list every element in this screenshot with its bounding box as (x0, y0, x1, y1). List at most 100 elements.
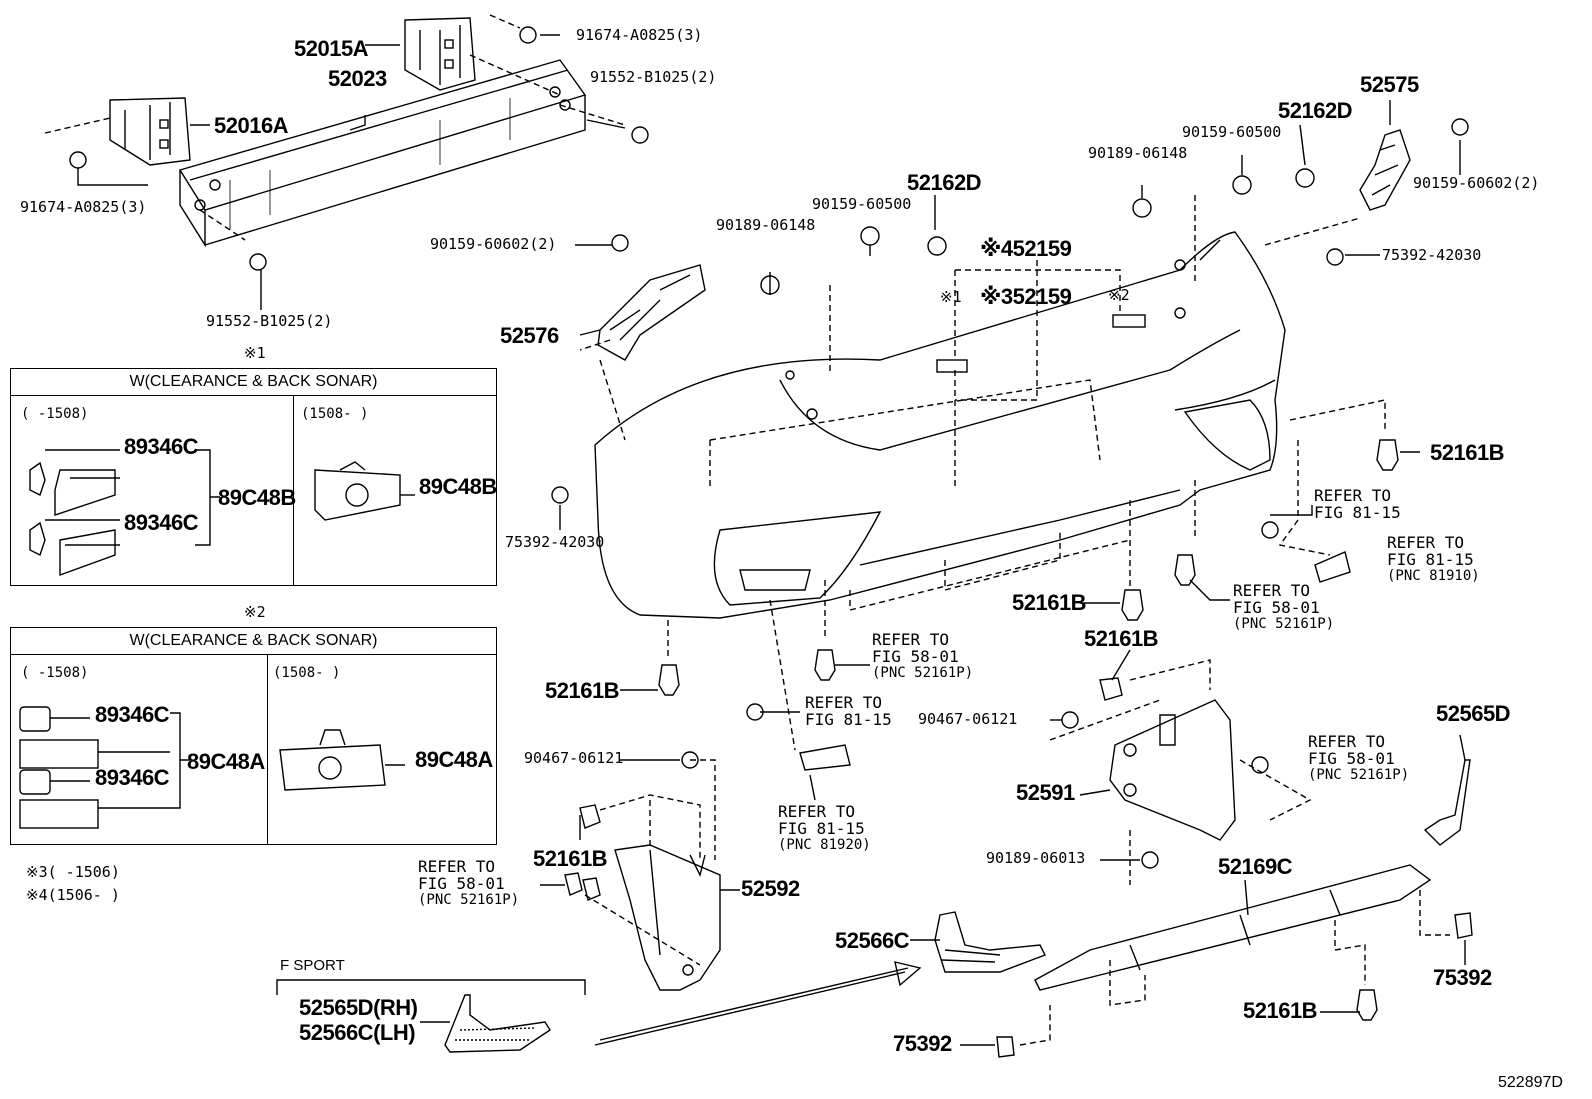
label-90159-60602-right: 90159-60602(2) (1413, 174, 1540, 192)
refer-line: REFER TO (872, 630, 950, 649)
refer-fig-81-15-pnc-81910: REFER TO FIG 81-15 (PNC 81910) (1387, 534, 1480, 585)
label-52161b-mid: 52161B (1012, 590, 1087, 615)
label-52016a: 52016A (214, 113, 289, 138)
label-52169c: 52169C (1218, 854, 1293, 879)
label-90467-left: 90467-06121 (524, 749, 624, 767)
label-90189-06148-mid: 90189-06148 (716, 216, 816, 234)
box1-divider (293, 395, 294, 585)
label-52162d-mid: 52162D (907, 170, 982, 195)
sonar-sensors (936, 314, 1146, 373)
label-90159-60500-mid: 90159-60500 (812, 195, 912, 213)
label-90159-60602-left: 90159-60602(2) (430, 235, 557, 253)
refer-fig-81-15-b: REFER TO FIG 81-15 (805, 694, 892, 728)
label-52161b-mid2: 52161B (1084, 626, 1159, 651)
label-52575: 52575 (1360, 72, 1419, 97)
mudguard-52592 (614, 844, 721, 991)
diffuser-52169c (1034, 864, 1432, 991)
refer-fig-58-01-c: REFER TO FIG 58-01 (PNC 52161P) (1308, 733, 1409, 784)
leader-lines-top (44, 14, 626, 241)
retainer-52576 (597, 264, 706, 361)
refer-fig-81-15-a: REFER TO FIG 81-15 (1314, 487, 1401, 521)
box2-title: W(CLEARANCE & BACK SONAR) (11, 628, 496, 655)
label-91552-bottom: 91552-B1025(2) (206, 312, 333, 330)
bracket-52016a (109, 97, 191, 166)
refer-fig-81-15-pnc-81920: REFER TO FIG 81-15 (PNC 81920) (778, 803, 871, 854)
box2-divider (267, 654, 268, 844)
box1-part-89346c-b: 89346C (124, 510, 199, 535)
refer-line: REFER TO (778, 802, 856, 821)
label-52565d: 52565D (1436, 701, 1511, 726)
label-52161b-right: 52161B (1430, 440, 1505, 465)
refer-line: REFER TO (418, 857, 496, 876)
label-75392-right: 75392 (1433, 965, 1492, 990)
refer-line: REFER TO (1387, 533, 1465, 552)
box1-part-89346c-a: 89346C (124, 434, 199, 459)
box1-right-range: (1508- ) (301, 406, 369, 422)
refer-line: FIG 58-01 (418, 874, 505, 893)
label-52566c-lh: 52566C(LH) (299, 1020, 416, 1045)
label-90189-06148-right: 90189-06148 (1088, 144, 1188, 162)
box2-part-89c48a-b: 89C48A (415, 747, 493, 772)
label-52161b-bottom: 52161B (1243, 998, 1318, 1023)
refer-line: FIG 81-15 (805, 710, 892, 729)
refer-line: REFER TO (805, 693, 883, 712)
label-75392-42030-right: 75392-42030 (1382, 246, 1482, 264)
label-75392-bottom: 75392 (893, 1031, 952, 1056)
leader-lines-bumper (579, 195, 1386, 885)
label-leaders (77, 34, 1466, 1046)
box1-drawings (29, 449, 415, 576)
label-52159-variant3: ※352159 (980, 284, 1072, 309)
label-52015a: 52015A (294, 36, 369, 61)
leader-lines-lower (584, 759, 1450, 1046)
label-52161b-low: 52161B (533, 846, 608, 871)
bracket-52015a (404, 17, 476, 91)
refer-line: FIG 81-15 (778, 819, 865, 838)
clip-icons (564, 439, 1473, 1058)
refer-line: REFER TO (1233, 581, 1311, 600)
refer-line: FIG 81-15 (1314, 503, 1401, 522)
label-52023: 52023 (328, 66, 387, 91)
refer-line: (PNC 52161P) (872, 665, 974, 681)
box2-part-89c48a-a: 89C48A (187, 749, 265, 774)
refer-line: (PNC 81910) (1387, 568, 1480, 584)
arrow-icon (594, 961, 922, 1046)
side-trim-52565d (1423, 759, 1471, 846)
label-52592: 52592 (741, 876, 800, 901)
label-91674-left: 91674-A0825(3) (20, 198, 147, 216)
label-52161b-left: 52161B (545, 678, 620, 703)
box2-drawings (19, 706, 405, 829)
refer-fig-58-01-a: REFER TO FIG 58-01 (PNC 52161P) (1233, 582, 1334, 633)
box2-mark: ※2 (244, 603, 266, 621)
box1-left-range: ( -1508) (21, 406, 89, 422)
diagram-id: 522897D (1498, 1074, 1563, 1091)
label-52591: 52591 (1016, 780, 1075, 805)
box1-part-89c48b-b: 89C48B (419, 474, 497, 499)
bolt-icons (69, 26, 1469, 869)
refer-line: FIG 58-01 (1308, 749, 1395, 768)
refer-fig-58-01-d: REFER TO FIG 58-01 (PNC 52161P) (418, 858, 519, 909)
note-3: ※3( -1506) (26, 863, 120, 881)
refer-line: (PNC 52161P) (1233, 616, 1335, 632)
label-52159-variant4: ※452159 (980, 236, 1072, 261)
refer-line: FIG 58-01 (1233, 598, 1320, 617)
label-90159-60500-right: 90159-60500 (1182, 123, 1282, 141)
refer-line: REFER TO (1314, 486, 1392, 505)
label-mark-1: ※1 (940, 288, 962, 306)
refer-line: FIG 58-01 (872, 647, 959, 666)
label-52162d-right: 52162D (1278, 98, 1353, 123)
bumper-cover (594, 231, 1286, 619)
label-52566c: 52566C (835, 928, 910, 953)
label-75392-42030-left: 75392-42030 (505, 533, 605, 551)
box2-variant-table: W(CLEARANCE & BACK SONAR) ( -1508) (1508… (10, 627, 497, 845)
box1-part-89c48b-a: 89C48B (218, 485, 296, 510)
box2-left-range: ( -1508) (21, 665, 89, 681)
refer-line: (PNC 52161P) (1308, 767, 1410, 783)
f-sport-parts (444, 994, 551, 1053)
f-sport-bracket (276, 979, 586, 995)
label-90189-06013: 90189-06013 (986, 849, 1086, 867)
box1-variant-table: W(CLEARANCE & BACK SONAR) ( -1508) (1508… (10, 368, 497, 586)
box1-mark: ※1 (244, 344, 266, 362)
retainer-52575 (1359, 129, 1411, 211)
label-f-sport: F SPORT (280, 957, 345, 974)
